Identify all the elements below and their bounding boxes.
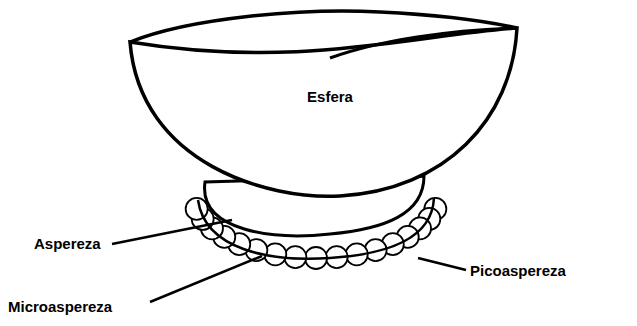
part-label: Esfera	[307, 88, 353, 105]
part-label: Microaspereza	[8, 298, 112, 315]
sphere-body	[130, 28, 517, 196]
leader-line	[112, 220, 232, 244]
leader-line	[418, 258, 466, 270]
sphere-shape: Esfera	[124, 4, 524, 204]
microasperity-outline	[198, 198, 434, 259]
part-label: Picoaspereza	[470, 262, 566, 279]
part-label: Aspereza	[34, 235, 101, 252]
sphere-rim	[130, 11, 517, 42]
leader-line	[150, 256, 262, 302]
picoasperity-bump	[186, 198, 208, 220]
sphere-rim	[330, 28, 517, 58]
